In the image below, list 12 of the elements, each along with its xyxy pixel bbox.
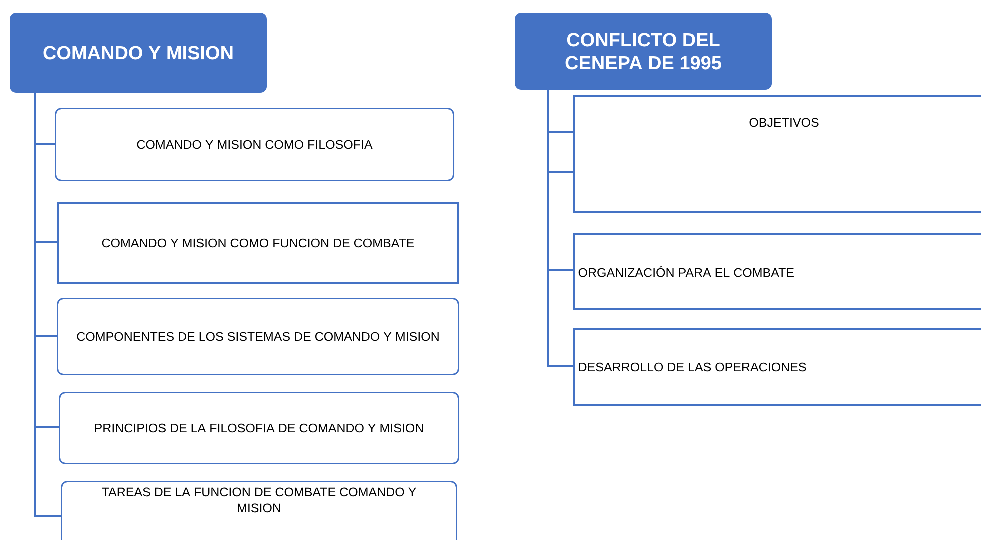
topic-box: OBJETIVOS [573,95,981,214]
topic-box: COMANDO Y MISION COMO FILOSOFIA [55,108,454,182]
topic-box: PRINCIPIOS DE LA FILOSOFIA DE COMANDO Y MISION [59,392,460,464]
heading-box: CONFLICTO DEL CENEPA DE 1995 [515,13,772,90]
heading-box: COMANDO Y MISION [10,13,267,93]
connector-line [547,90,573,367]
topic-box: TAREAS DE LA FUNCION DE COMBATE COMANDO Y MISION [61,481,458,540]
topic-box: ORGANIZACIÓN PARA EL COMBATE [573,233,981,310]
topic-box: COMANDO Y MISION COMO FUNCION DE COMBATE [57,202,460,284]
connector-line [34,93,61,517]
topic-box: COMPONENTES DE LOS SISTEMAS DE COMANDO Y MISION [57,298,460,376]
topic-box: DESARROLLO DE LAS OPERACIONES [573,328,981,406]
